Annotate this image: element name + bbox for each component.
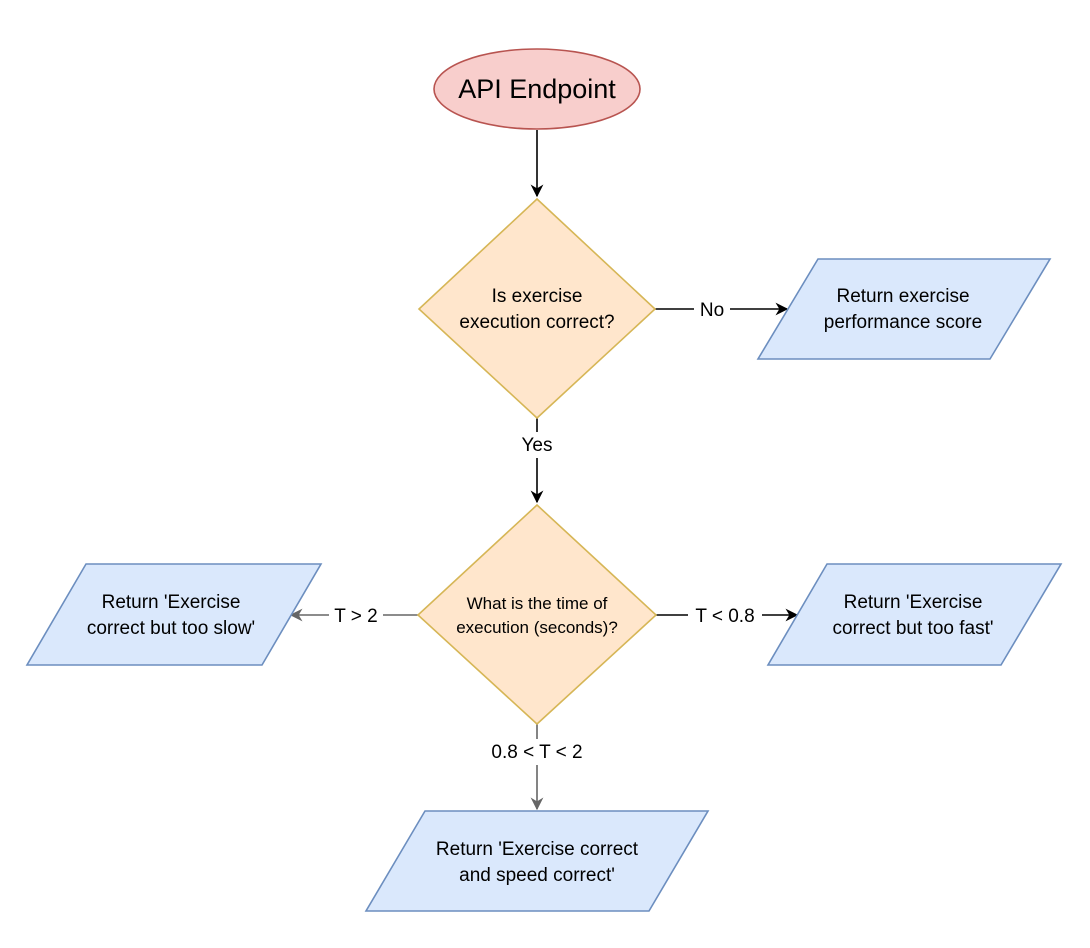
output-performance-score: Return exercise performance score (756, 258, 1052, 360)
output-speed-correct-line-1: Return 'Exercise correct (436, 839, 639, 860)
edge-label-no: No (700, 300, 724, 321)
decision-execution-time-line-2: execution (seconds)? (456, 618, 618, 637)
output-too-fast-line-1: Return 'Exercise (844, 592, 983, 613)
output-too-fast-line-2: correct but too fast' (833, 618, 994, 639)
decision-execution-time-line-1: What is the time of (467, 594, 608, 613)
output-too-slow-line-2: correct but too slow' (87, 618, 255, 639)
output-speed-correct-line-2: and speed correct' (459, 865, 615, 886)
edge-label-slow: T > 2 (334, 606, 377, 627)
start-node: API Endpoint (433, 48, 641, 130)
edge-label-yes: Yes (522, 435, 553, 456)
decision-exercise-correct-line-2: execution correct? (459, 312, 614, 333)
output-too-slow-line-1: Return 'Exercise (102, 592, 241, 613)
decision-exercise-correct-line-1: Is exercise (492, 286, 583, 307)
output-speed-correct: Return 'Exercise correct and speed corre… (364, 810, 710, 912)
output-performance-score-line-1: Return exercise (836, 286, 969, 307)
decision-exercise-correct: Is exercise execution correct? (417, 197, 657, 420)
edge-label-ok: 0.8 < T < 2 (491, 742, 582, 763)
output-performance-score-line-2: performance score (824, 312, 982, 333)
output-too-fast: Return 'Exercise correct but too fast' (766, 563, 1063, 666)
output-too-slow: Return 'Exercise correct but too slow' (25, 563, 323, 666)
start-node-label: API Endpoint (458, 74, 616, 104)
edge-label-fast: T < 0.8 (695, 606, 754, 627)
decision-execution-time: What is the time of execution (seconds)? (416, 503, 658, 726)
